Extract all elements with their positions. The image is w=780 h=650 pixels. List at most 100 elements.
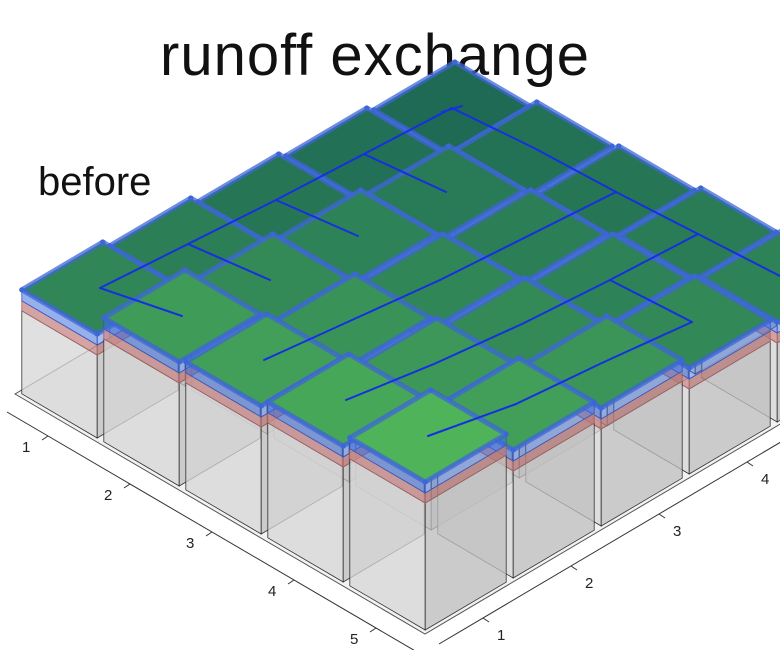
cell-vertex bbox=[364, 105, 370, 111]
cell-vertex bbox=[591, 399, 597, 405]
y-axis-tick: 2 bbox=[570, 565, 593, 592]
cell-vertex bbox=[434, 315, 440, 321]
cell-vertex bbox=[698, 185, 704, 191]
x-tick-mark bbox=[123, 483, 131, 489]
cell-vertex bbox=[270, 231, 276, 237]
flow-line bbox=[527, 191, 617, 237]
cell-vertex bbox=[358, 187, 364, 193]
flow-line bbox=[515, 361, 605, 405]
x-tick-label: 1 bbox=[22, 439, 30, 456]
cell-vertex bbox=[265, 399, 271, 405]
cell-vertex bbox=[94, 331, 100, 337]
flow-line bbox=[363, 107, 453, 155]
flow-line bbox=[609, 233, 699, 281]
cell-vertex bbox=[352, 271, 358, 277]
cell-vertex bbox=[774, 319, 780, 325]
cell-vertex bbox=[276, 151, 282, 157]
cell-vertex bbox=[510, 447, 516, 453]
y-tick-label: 3 bbox=[673, 523, 681, 540]
flow-line bbox=[187, 199, 277, 245]
y-axis-tick: 3 bbox=[658, 513, 681, 540]
flow-line bbox=[615, 191, 699, 235]
cell-vertex bbox=[101, 315, 107, 321]
cell-vertex bbox=[100, 239, 106, 245]
cell-vertex bbox=[188, 195, 194, 201]
cell-vertex bbox=[686, 365, 692, 371]
x-tick-mark bbox=[369, 627, 377, 633]
flow-network bbox=[99, 105, 780, 437]
cell-vertex bbox=[598, 405, 604, 411]
cell-vertex bbox=[516, 355, 522, 361]
cell-vertex bbox=[452, 59, 458, 65]
y-tick-label: 1 bbox=[497, 627, 505, 644]
flow-line bbox=[275, 199, 359, 237]
flow-line bbox=[521, 279, 611, 325]
flow-line bbox=[187, 243, 271, 281]
cell-vertex bbox=[610, 231, 616, 237]
x-axis-tick: 1 bbox=[22, 435, 49, 456]
flow-line bbox=[263, 319, 353, 361]
x-tick-label: 2 bbox=[104, 487, 112, 504]
flow-line bbox=[427, 403, 517, 437]
cell-vertex bbox=[19, 287, 25, 293]
cell-vertex bbox=[347, 435, 353, 441]
cell-vertex bbox=[340, 443, 346, 449]
x-tick-label: 5 bbox=[350, 631, 358, 648]
cell-vertex bbox=[503, 431, 509, 437]
cell-vertex bbox=[767, 317, 773, 323]
y-tick-label: 4 bbox=[761, 471, 769, 488]
y-axis-tick: 4 bbox=[746, 461, 769, 488]
flow-line bbox=[603, 321, 693, 363]
cell-vertex bbox=[176, 359, 182, 365]
flow-line bbox=[439, 235, 529, 281]
grid-cell bbox=[347, 387, 509, 631]
cell-vertex bbox=[528, 187, 534, 193]
flow-line bbox=[99, 243, 189, 289]
flow-line bbox=[351, 279, 441, 321]
y-tick-mark bbox=[746, 461, 754, 467]
cell-vertex bbox=[346, 351, 352, 357]
flow-line bbox=[451, 107, 535, 149]
cell-vertex bbox=[428, 387, 434, 393]
x-tick-mark bbox=[205, 531, 213, 537]
flow-line bbox=[697, 233, 780, 277]
x-tick-label: 3 bbox=[186, 535, 194, 552]
cell-vertex bbox=[264, 311, 270, 317]
y-axis-tick: 1 bbox=[482, 617, 505, 644]
page-title: runoff exchange bbox=[160, 23, 590, 88]
cell-vertex bbox=[422, 479, 428, 485]
y-tick-mark bbox=[482, 617, 490, 623]
x-axis-tick: 4 bbox=[268, 579, 295, 600]
x-axis-tick: 3 bbox=[186, 531, 213, 552]
axes: 1234512345 bbox=[6, 411, 780, 650]
y-tick-mark bbox=[658, 513, 666, 519]
cell-vertex bbox=[182, 267, 188, 273]
base-face bbox=[776, 340, 780, 423]
y-tick-mark bbox=[570, 565, 578, 571]
flow-line bbox=[433, 323, 523, 365]
flow-line bbox=[99, 287, 183, 317]
flow-line bbox=[275, 153, 365, 201]
x-tick-mark bbox=[41, 435, 49, 441]
flow-line bbox=[533, 147, 617, 193]
cell-vertex bbox=[604, 313, 610, 319]
cell-vertex bbox=[258, 403, 264, 409]
grid-cells bbox=[19, 59, 780, 631]
cell-vertex bbox=[183, 359, 189, 365]
cell-vertex bbox=[440, 231, 446, 237]
cell-vertex bbox=[446, 143, 452, 149]
x-axis-tick: 5 bbox=[350, 627, 377, 648]
x-axis-tick: 2 bbox=[104, 483, 131, 504]
flow-line bbox=[363, 153, 447, 193]
cell-vertex bbox=[692, 273, 698, 279]
flow-line bbox=[609, 279, 693, 323]
cell-vertex bbox=[679, 357, 685, 363]
cell-vertex bbox=[616, 143, 622, 149]
cell-vertex bbox=[534, 99, 540, 105]
flow-line bbox=[345, 363, 435, 401]
x-tick-label: 4 bbox=[268, 583, 276, 600]
cell-vertex bbox=[522, 275, 528, 281]
state-label: before bbox=[38, 160, 152, 204]
y-tick-label: 2 bbox=[585, 575, 593, 592]
